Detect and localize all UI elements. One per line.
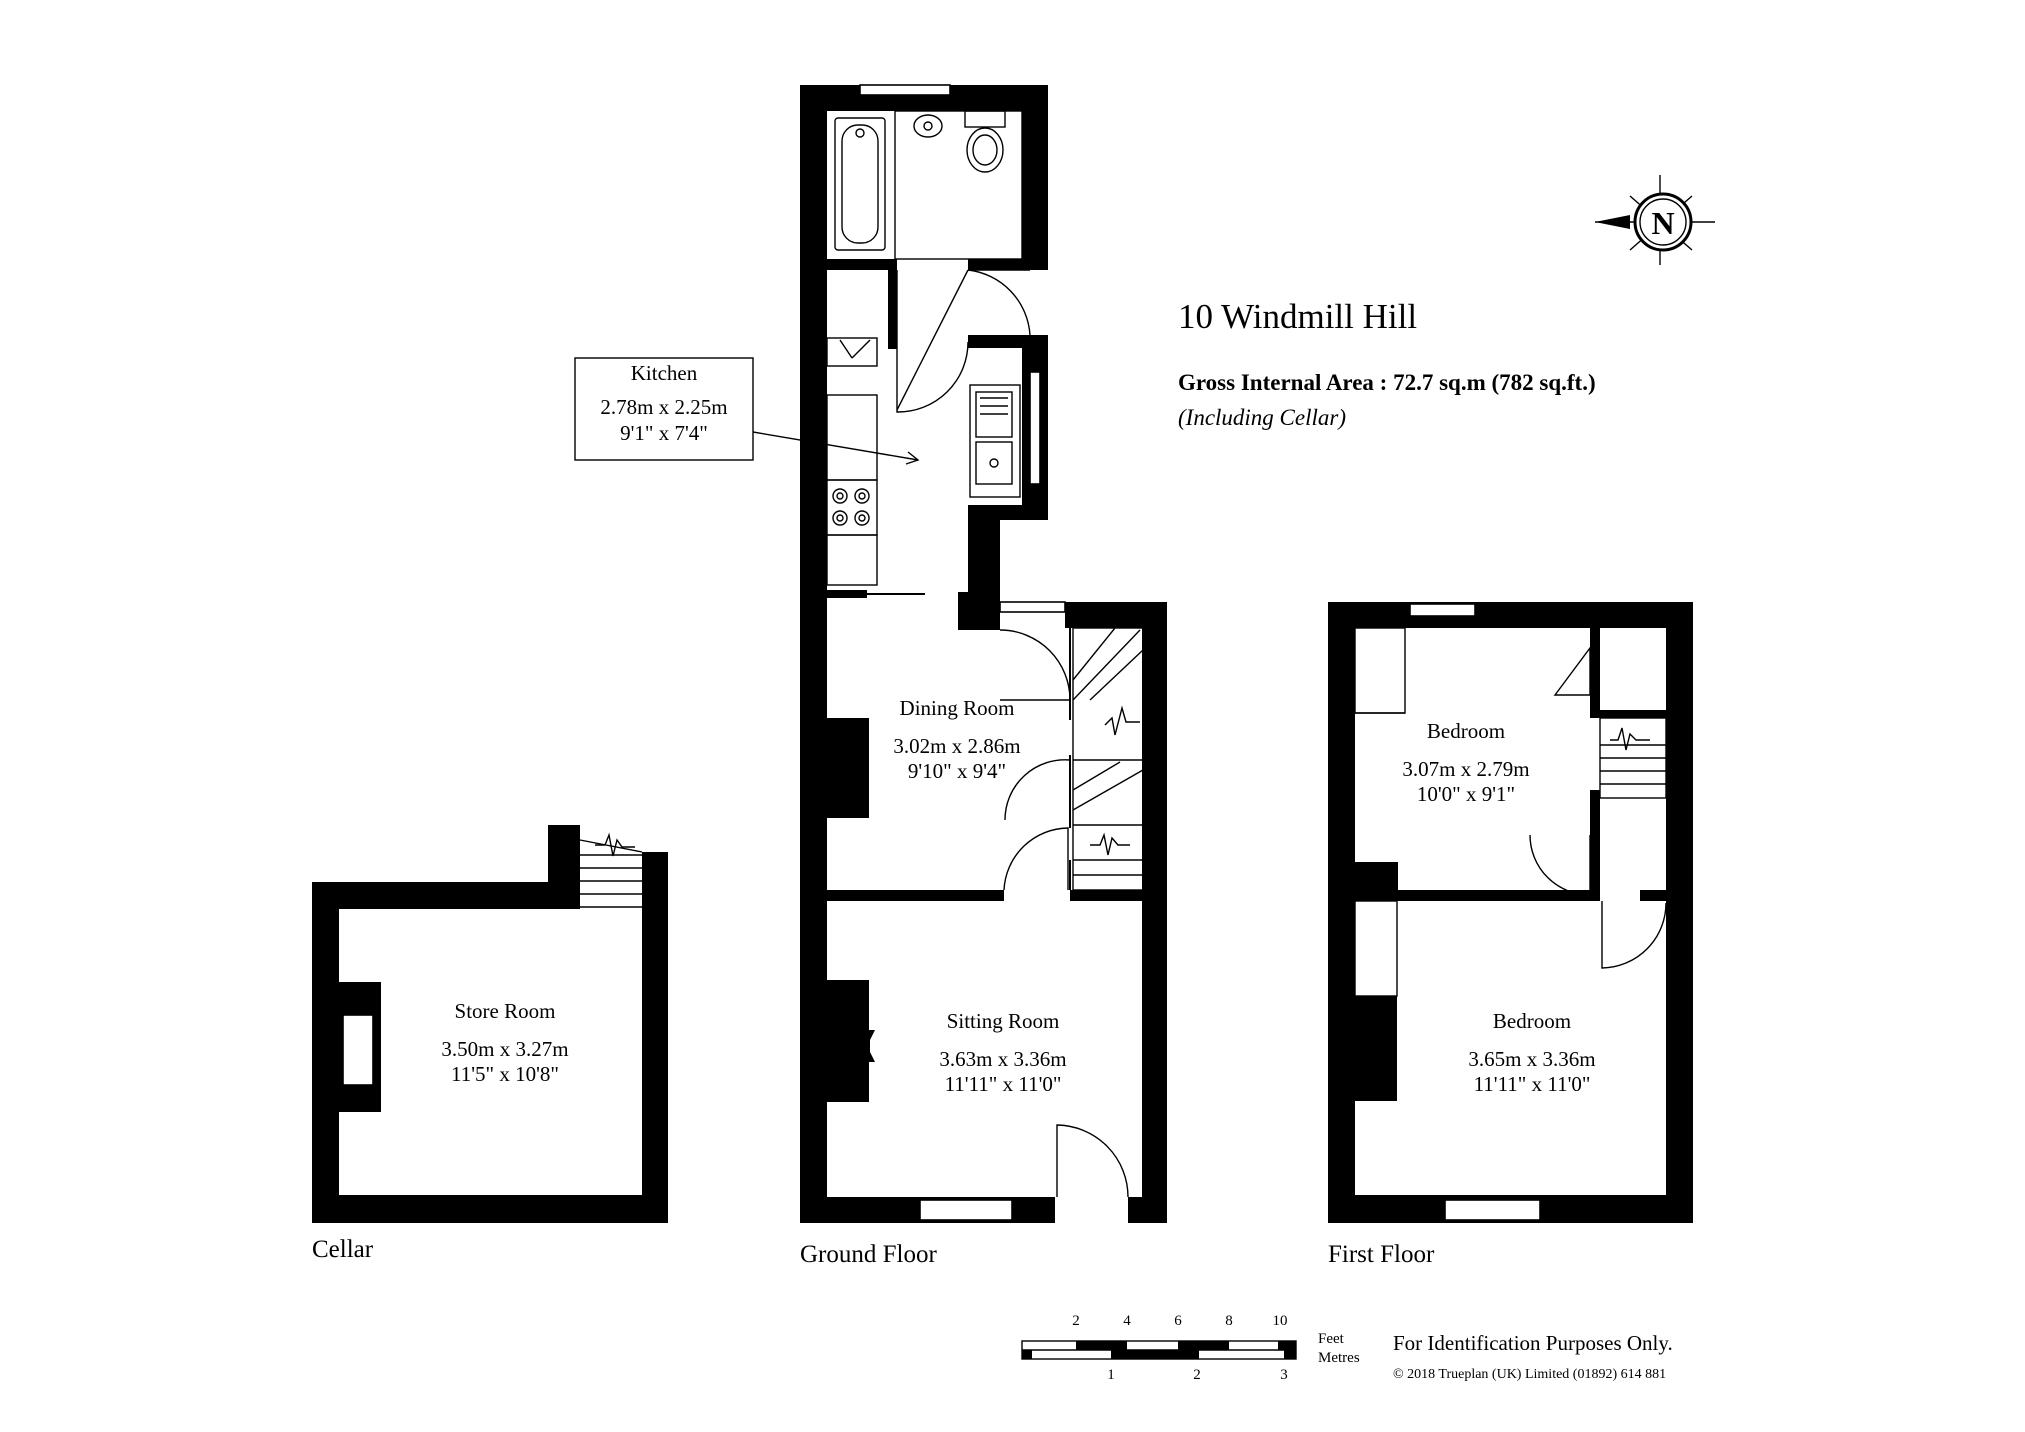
- compass-letter: N: [1651, 205, 1674, 241]
- scale-metre-3: 3: [1280, 1367, 1288, 1383]
- cellar-plan: [312, 825, 668, 1223]
- bedroom-2-name: Bedroom: [1493, 1009, 1571, 1033]
- store-room-metric: 3.50m x 3.27m: [441, 1037, 568, 1061]
- scale-feet-6: 6: [1174, 1313, 1182, 1329]
- kitchen-label-box: [574, 357, 754, 461]
- scale-bar: 2 4 6 8 10 1 2 3 Feet Metres: [1021, 1313, 1360, 1383]
- dining-room-metric: 3.02m x 2.86m: [893, 734, 1020, 758]
- copyright-note: © 2018 Trueplan (UK) Limited (01892) 614…: [1393, 1367, 1666, 1382]
- area-note: (Including Cellar): [1178, 405, 1346, 430]
- scale-feet-10: 10: [1273, 1313, 1288, 1329]
- bedroom-2-metric: 3.65m x 3.36m: [1468, 1047, 1595, 1071]
- compass-icon: N: [1595, 175, 1715, 265]
- bedroom-1-name: Bedroom: [1427, 719, 1505, 743]
- store-room-imperial: 11'5" x 10'8": [451, 1062, 559, 1086]
- scale-metre-1: 1: [1107, 1367, 1115, 1383]
- scale-metres-label: Metres: [1318, 1350, 1360, 1366]
- kitchen-imperial: 9'1" x 7'4": [620, 421, 708, 445]
- bedroom-2-imperial: 11'11" x 11'0": [1474, 1072, 1591, 1096]
- sitting-room-metric: 3.63m x 3.36m: [939, 1047, 1066, 1071]
- cellar-label: Cellar: [312, 1236, 374, 1263]
- sitting-room-name: Sitting Room: [947, 1009, 1060, 1033]
- scale-feet-label: Feet: [1318, 1331, 1345, 1347]
- bedroom-1-imperial: 10'0" x 9'1": [1417, 782, 1515, 806]
- store-room-name: Store Room: [455, 999, 556, 1023]
- ground-floor-plan: [752, 84, 1167, 1223]
- identification-note: For Identification Purposes Only.: [1393, 1331, 1673, 1355]
- scale-feet-4: 4: [1123, 1313, 1131, 1329]
- kitchen-metric: 2.78m x 2.25m: [600, 395, 727, 419]
- property-title: 10 Windmill Hill: [1178, 297, 1417, 336]
- dining-room-name: Dining Room: [900, 696, 1015, 720]
- bedroom-1-metric: 3.07m x 2.79m: [1402, 757, 1529, 781]
- scale-feet-2: 2: [1072, 1313, 1080, 1329]
- first-floor-plan: [1328, 602, 1693, 1223]
- ground-floor-label: Ground Floor: [800, 1241, 937, 1268]
- first-floor-label: First Floor: [1328, 1241, 1435, 1268]
- gross-internal-area: Gross Internal Area : 72.7 sq.m (782 sq.…: [1178, 370, 1596, 395]
- scale-metre-2: 2: [1193, 1367, 1201, 1383]
- dining-room-imperial: 9'10" x 9'4": [908, 759, 1006, 783]
- scale-feet-8: 8: [1225, 1313, 1233, 1329]
- kitchen-name: Kitchen: [631, 361, 698, 385]
- sitting-room-imperial: 11'11" x 11'0": [945, 1072, 1062, 1096]
